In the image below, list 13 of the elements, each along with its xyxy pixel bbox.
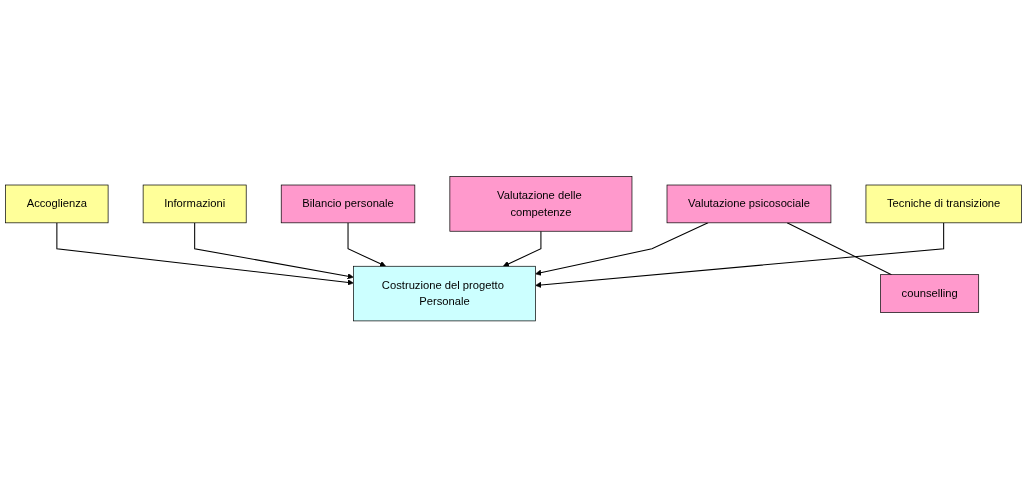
arrow	[194, 222, 354, 280]
arrow	[535, 222, 945, 289]
node-box: Costruzione del progetto Personale	[353, 266, 536, 322]
node-box: counselling	[880, 274, 980, 314]
node-box: Accoglienza	[5, 184, 109, 224]
node-box: Valutazione psicosociale	[666, 184, 832, 224]
arrow	[502, 230, 542, 267]
arrow	[56, 222, 354, 286]
node-box: Informazioni	[142, 184, 247, 224]
arrow	[347, 222, 386, 267]
node-box: Valutazione delle competenze	[449, 176, 633, 232]
node-box: Tecniche di transizione	[865, 184, 1022, 224]
node-box: Bilancio personale	[280, 184, 416, 224]
